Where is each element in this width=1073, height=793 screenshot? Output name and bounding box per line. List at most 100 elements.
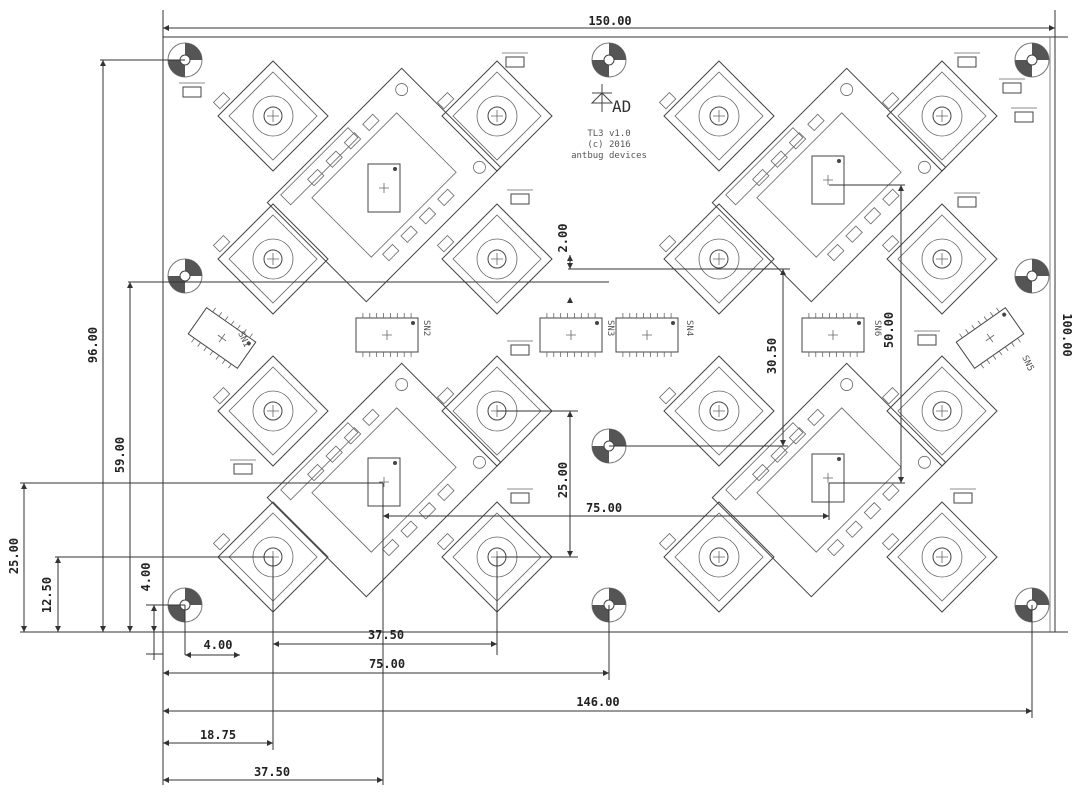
switch-footprint: [881, 203, 998, 315]
small-part: [507, 488, 533, 504]
module-pad: [437, 483, 455, 502]
dim-arrow: [234, 652, 240, 658]
hole-quadrant: [168, 605, 185, 622]
ic-pin: [971, 324, 976, 330]
module-pad: [807, 408, 825, 427]
switch-footprint: [881, 60, 998, 172]
ic-pin: [230, 320, 235, 326]
dim-hole-inset-y: 4.00: [139, 563, 153, 592]
dimension-lines: [20, 10, 1068, 785]
switch-inner: [897, 512, 987, 602]
dim-arrow: [823, 513, 829, 519]
small-part: [230, 459, 256, 475]
module-pad: [827, 243, 845, 262]
small-part: [999, 78, 1025, 94]
small-components: [179, 52, 1037, 504]
module-hole: [840, 378, 854, 391]
module-pad: [882, 188, 900, 207]
ic-pin: [992, 355, 997, 360]
dim-arrow: [273, 641, 279, 647]
ic: [811, 155, 845, 205]
switch-pad: [436, 91, 455, 110]
dim-hole-inset-x: 4.00: [204, 638, 233, 652]
part-body: [957, 196, 977, 208]
module-pad: [400, 520, 418, 538]
ic: [811, 453, 845, 503]
switch-center: [709, 106, 729, 126]
switch-inner: [674, 214, 764, 304]
board-copyright: (c) 2016: [587, 140, 630, 150]
switch-ring: [698, 238, 740, 280]
switch-cross: [936, 253, 948, 265]
module-header: [725, 127, 804, 206]
dim-offset-v: 30.50: [765, 338, 779, 374]
sn6-label: SN6: [872, 320, 882, 336]
switch-footprint: [658, 501, 775, 613]
ic-center: [823, 175, 833, 185]
small-part: [914, 330, 940, 346]
switch-ring: [698, 536, 740, 578]
board-company: antbug devices: [571, 151, 647, 161]
dim-arrow: [100, 60, 106, 66]
module-header: [280, 127, 359, 206]
switch-ring: [252, 238, 294, 280]
ic: [187, 306, 257, 370]
ic-pin: [980, 363, 984, 369]
ic: [539, 313, 603, 357]
ic: [955, 306, 1025, 370]
module-hole: [395, 378, 409, 391]
dim-arrow: [163, 740, 169, 746]
ic-center: [382, 330, 392, 340]
switch-cross: [936, 110, 948, 122]
part-body: [957, 56, 977, 68]
ic-pin: [243, 329, 247, 334]
switch-cross: [936, 551, 948, 563]
switch-pad: [881, 386, 900, 405]
module-pad: [788, 427, 807, 445]
dim-mid-hole-x: 75.00: [369, 657, 405, 671]
switch-pad: [658, 532, 677, 551]
hole-quadrant: [1032, 588, 1049, 605]
module-pad: [362, 408, 380, 427]
switch-center: [709, 401, 729, 421]
switch-footprint: [212, 355, 329, 467]
dim-span-v: 50.00: [882, 312, 896, 348]
switch-cross: [713, 253, 725, 265]
module-pad: [827, 538, 845, 557]
switch-center: [932, 401, 952, 421]
ic-pin: [203, 346, 208, 352]
module-hole: [840, 83, 854, 96]
ic-pin1: [857, 321, 861, 325]
part-body: [505, 56, 525, 68]
module-pad: [807, 113, 825, 132]
module-pad: [863, 207, 882, 225]
module-pad: [400, 225, 418, 243]
switch-footprint: [212, 203, 329, 315]
switch-ring: [921, 238, 963, 280]
module-header: [280, 422, 359, 501]
hole-quadrant: [185, 43, 202, 60]
dim-arrow: [567, 255, 573, 261]
module-hole: [395, 83, 409, 96]
mounting-hole: [591, 42, 627, 78]
dim-arrow: [127, 282, 133, 288]
switch-ring: [252, 95, 294, 137]
switch-ring: [252, 390, 294, 432]
ic: [355, 313, 419, 357]
sn1-label: SN1: [235, 330, 251, 349]
ic-body: [367, 457, 401, 507]
dim-arrow: [55, 557, 61, 563]
dim-arrow: [1049, 25, 1055, 31]
mounting-hole: [1014, 258, 1050, 294]
ic-pin: [965, 329, 969, 334]
switch-pad: [212, 532, 231, 551]
module-pad: [362, 113, 380, 132]
module-pad: [325, 445, 343, 463]
ic: [367, 163, 401, 213]
switch-center: [263, 249, 283, 269]
module-pad: [845, 520, 863, 538]
switch-ring: [921, 536, 963, 578]
small-part: [1011, 107, 1037, 123]
ic-pin: [989, 311, 994, 317]
dim-gap: 2.00: [556, 224, 570, 253]
